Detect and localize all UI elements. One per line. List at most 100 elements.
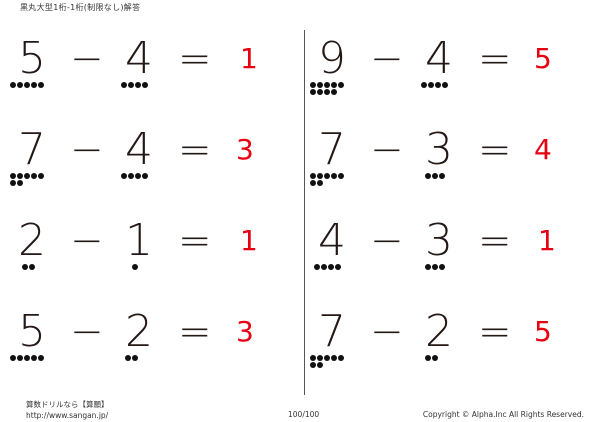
minuend: 4 — [318, 215, 346, 266]
counting-dot — [328, 264, 334, 270]
counting-dot — [432, 355, 438, 361]
counting-dot — [425, 355, 431, 361]
equals-sign: = — [178, 36, 212, 82]
counting-dot — [425, 264, 431, 270]
counting-dot — [24, 355, 30, 361]
counting-dot — [24, 173, 30, 179]
minus-sign: − — [70, 218, 104, 264]
counting-dot — [142, 82, 148, 88]
site-url-link[interactable]: http://www.sangan.jp/ — [26, 411, 109, 420]
counting-dot — [10, 173, 16, 179]
counting-dot — [132, 264, 138, 270]
minus-sign: − — [370, 36, 404, 82]
subtrahend: 4 — [125, 33, 153, 84]
answer: 3 — [236, 315, 254, 348]
equals-sign: = — [478, 218, 512, 264]
subtrahend: 2 — [425, 306, 453, 357]
equals-sign: = — [478, 309, 512, 355]
counting-dot — [10, 355, 16, 361]
counting-dot — [321, 264, 327, 270]
minus-sign: − — [70, 309, 104, 355]
counting-dot — [22, 264, 28, 270]
equals-sign: = — [178, 218, 212, 264]
page-number: 100/100 — [288, 410, 320, 419]
minuend: 2 — [18, 215, 46, 266]
counting-dot — [425, 173, 431, 179]
counting-dot — [439, 173, 445, 179]
problem-7: 4 − 3 = 1 — [308, 216, 588, 286]
counting-dot — [331, 355, 337, 361]
minuend: 5 — [18, 33, 46, 84]
column-divider — [304, 30, 305, 395]
counting-dot — [338, 82, 344, 88]
counting-dot — [29, 264, 35, 270]
minuend: 7 — [18, 124, 46, 175]
minus-sign: − — [370, 127, 404, 173]
minuend: 9 — [318, 33, 346, 84]
counting-dot — [324, 89, 330, 95]
copyright-text: Copyright © Alpha.Inc All Rights Reserve… — [422, 410, 584, 419]
subtrahend: 3 — [425, 215, 453, 266]
counting-dot — [128, 82, 134, 88]
equals-sign: = — [478, 36, 512, 82]
counting-dot — [121, 173, 127, 179]
problem-2: 7 − 4 = 3 — [8, 125, 288, 195]
counting-dot — [439, 264, 445, 270]
counting-dot — [132, 355, 138, 361]
subtrahend: 4 — [425, 33, 453, 84]
counting-dot — [17, 355, 23, 361]
counting-dot — [17, 173, 23, 179]
subtrahend: 1 — [125, 215, 153, 266]
answer: 1 — [240, 42, 258, 75]
answer: 1 — [538, 224, 556, 257]
counting-dot — [335, 264, 341, 270]
counting-dot — [432, 173, 438, 179]
counting-dot — [317, 355, 323, 361]
counting-dot — [317, 82, 323, 88]
subtrahend: 2 — [125, 306, 153, 357]
answer: 1 — [240, 224, 258, 257]
counting-dot — [331, 173, 337, 179]
counting-dot — [128, 173, 134, 179]
equals-sign: = — [478, 127, 512, 173]
equals-sign: = — [178, 309, 212, 355]
problem-5: 9 − 4 = 5 — [308, 34, 588, 104]
counting-dot — [24, 82, 30, 88]
counting-dot — [338, 355, 344, 361]
counting-dot — [317, 180, 323, 186]
worksheet-title: 黒丸大型1桁-1桁(制限なし)解答 — [20, 3, 141, 12]
counting-dot — [432, 264, 438, 270]
minuend: 7 — [318, 306, 346, 357]
counting-dot — [135, 82, 141, 88]
subtrahend: 4 — [125, 124, 153, 175]
equals-sign: = — [178, 127, 212, 173]
minus-sign: − — [70, 36, 104, 82]
minus-sign: − — [370, 218, 404, 264]
counting-dot — [310, 173, 316, 179]
counting-dot — [31, 355, 37, 361]
counting-dot — [310, 89, 316, 95]
counting-dot — [135, 173, 141, 179]
counting-dot — [324, 82, 330, 88]
counting-dot — [38, 82, 44, 88]
minus-sign: − — [370, 309, 404, 355]
counting-dot — [421, 82, 427, 88]
counting-dot — [331, 89, 337, 95]
counting-dot — [314, 264, 320, 270]
counting-dot — [10, 180, 16, 186]
counting-dot — [310, 355, 316, 361]
counting-dot — [17, 180, 23, 186]
problem-4: 5 − 2 = 3 — [8, 307, 288, 377]
counting-dot — [31, 173, 37, 179]
site-name: 算数ドリルなら【算願】 — [26, 400, 109, 409]
subtrahend: 3 — [425, 124, 453, 175]
footer-site: 算数ドリルなら【算願】 http://www.sangan.jp/ — [26, 399, 109, 421]
counting-dot — [121, 82, 127, 88]
counting-dot — [324, 173, 330, 179]
counting-dot — [125, 355, 131, 361]
counting-dot — [142, 173, 148, 179]
answer: 5 — [534, 315, 552, 348]
counting-dot — [17, 82, 23, 88]
problem-8: 7 − 2 = 5 — [308, 307, 588, 377]
counting-dot — [10, 82, 16, 88]
